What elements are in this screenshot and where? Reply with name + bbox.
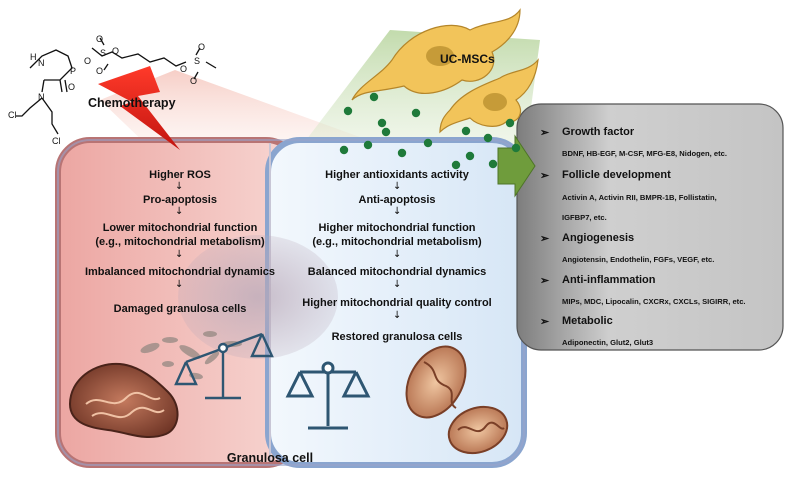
chem-atom-o5: O (112, 46, 120, 56)
chem-atom-cl2: Cl (52, 136, 61, 146)
factor-bullet-icon: ➢ (540, 170, 550, 182)
factor-items-inflammation: MIPs, MDC, Lipocalin, CXCRx, CXCLs, SIGI… (562, 297, 746, 306)
down-arrow-icon: ↓ (175, 181, 184, 192)
left-step-higher-ros: Higher ROS (149, 169, 211, 181)
down-arrow-icon: ↓ (393, 249, 402, 260)
factor-items-growth: BDNF, HB-EGF, M-CSF, MFG-E8, Nidogen, et… (562, 149, 727, 158)
left-step-lower-function: Lower mitochondrial function (102, 222, 258, 234)
chem-atom-n: N (38, 58, 45, 68)
factor-items-metabolic: Adiponectin, Glut2, Glut3 (562, 338, 654, 347)
factor-items-follicle-1: Activin A, Activin RII, BMPR-1B, Follist… (562, 193, 717, 202)
nucleus (178, 235, 338, 359)
chem-atom-s: S (100, 48, 107, 58)
chemotherapy-label: Chemotherapy (88, 96, 176, 110)
factor-heading-metabolic: Metabolic (562, 315, 613, 327)
factor-heading-growth: Growth factor (562, 126, 635, 138)
chem-atom-p: P (70, 66, 77, 76)
right-step-example: (e.g., mitochondrial metabolism) (312, 236, 482, 248)
factor-bullet-icon: ➢ (540, 316, 550, 328)
ucmscs-label: UC-MSCs (440, 52, 495, 66)
factor-bullet-icon: ➢ (540, 233, 550, 245)
right-step-balanced-dynamics: Balanced mitochondrial dynamics (307, 266, 487, 278)
down-arrow-icon: ↓ (393, 181, 402, 192)
chem-atom-o8: O (190, 76, 198, 86)
right-step-restored-cells: Restored granulosa cells (331, 331, 463, 343)
imbalanced-scale-icon (174, 332, 274, 400)
factor-items-follicle-2: IGFBP7, etc. (562, 213, 607, 222)
chem-atom-o: O (84, 56, 92, 66)
chem-atom-o4: O (96, 66, 104, 76)
chem-atom-s2: S (194, 56, 201, 66)
granulosa-cell-label: Granulosa cell (226, 451, 314, 465)
down-arrow-icon: ↓ (393, 279, 402, 290)
right-step-antioxidants: Higher antioxidants activity (325, 169, 469, 181)
chem-atom-cl: Cl (8, 110, 17, 120)
left-step-pro-apoptosis: Pro-apoptosis (143, 194, 217, 206)
down-arrow-icon: ↓ (175, 279, 184, 290)
chem-atom-h: H (30, 52, 37, 62)
down-arrow-icon: ↓ (175, 249, 184, 260)
right-step-higher-function: Higher mitochondrial function (318, 222, 476, 234)
factor-bullet-icon: ➢ (540, 127, 550, 139)
left-step-example: (e.g., mitochondrial metabolism) (95, 236, 265, 248)
factor-heading-follicle: Follicle development (562, 169, 671, 181)
chem-atom-n2: N (38, 92, 45, 102)
busulfan-structure (91, 37, 217, 80)
factor-heading-angiogenesis: Angiogenesis (562, 232, 635, 244)
left-step-imbalanced-dynamics: Imbalanced mitochondrial dynamics (84, 266, 276, 278)
down-arrow-icon: ↓ (393, 310, 402, 321)
down-arrow-icon: ↓ (175, 206, 184, 217)
factor-items-angiogenesis: Angiotensin, Endothelin, FGFs, VEGF, etc… (562, 255, 715, 264)
left-step-damaged-cells: Damaged granulosa cells (113, 303, 247, 315)
chem-atom-o6: O (180, 64, 188, 74)
chem-atom-o3: O (96, 34, 104, 44)
right-step-anti-apoptosis: Anti-apoptosis (358, 194, 436, 206)
chem-atom-o2: O (68, 82, 76, 92)
factor-bullet-icon: ➢ (540, 275, 550, 287)
down-arrow-icon: ↓ (393, 206, 402, 217)
factor-panel (516, 103, 784, 351)
lightning-bolt-icon (98, 66, 180, 150)
ucmsc-cell-icon (351, 8, 539, 134)
vesicle-dots (339, 92, 521, 170)
cyclophosphamide-structure (16, 49, 73, 135)
factor-heading-inflammation: Anti-inflammation (562, 274, 656, 286)
damaged-mitochondrion-icon (68, 362, 179, 439)
balanced-scale-icon (285, 361, 371, 430)
right-step-quality-control: Higher mitochondrial quality control (302, 297, 492, 309)
chem-atom-o7: O (198, 42, 206, 52)
healthy-mitochondrion-icon (405, 345, 509, 455)
